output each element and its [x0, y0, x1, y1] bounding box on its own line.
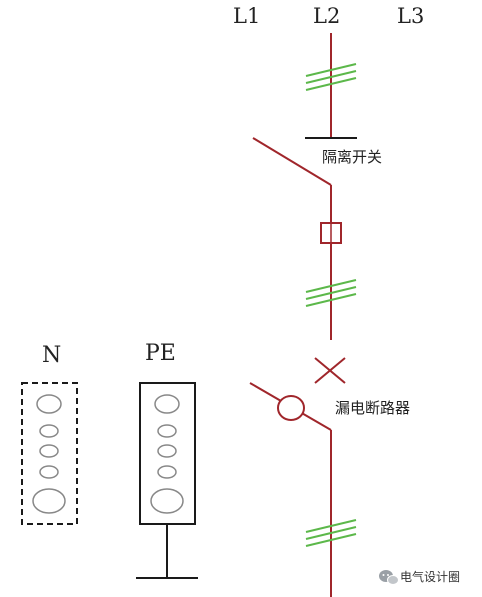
isolating-switch-label: 隔离开关: [322, 148, 382, 166]
three-phase-marks-top: [305, 63, 357, 91]
three-phase-marks-middle: [305, 279, 357, 307]
phase-label-l1: L1: [233, 4, 260, 28]
neutral-bar-label: N: [42, 343, 61, 368]
watermark-text: 电气设计圈: [400, 569, 460, 584]
wechat-icon: [379, 570, 399, 585]
isolator-blade: [252, 137, 332, 186]
pe-bar-label: PE: [145, 341, 176, 366]
neutral-busbar: [21, 382, 78, 525]
rcd-breaker-label: 漏电断路器: [335, 399, 410, 417]
phase-label-l3: L3: [397, 4, 424, 28]
pe-busbar: [139, 382, 196, 525]
breaker-x-symbol: [314, 357, 346, 384]
rcd-sensor-symbol: [277, 395, 305, 421]
three-phase-marks-bottom: [305, 519, 357, 547]
phase-label-l2: L2: [313, 4, 340, 28]
